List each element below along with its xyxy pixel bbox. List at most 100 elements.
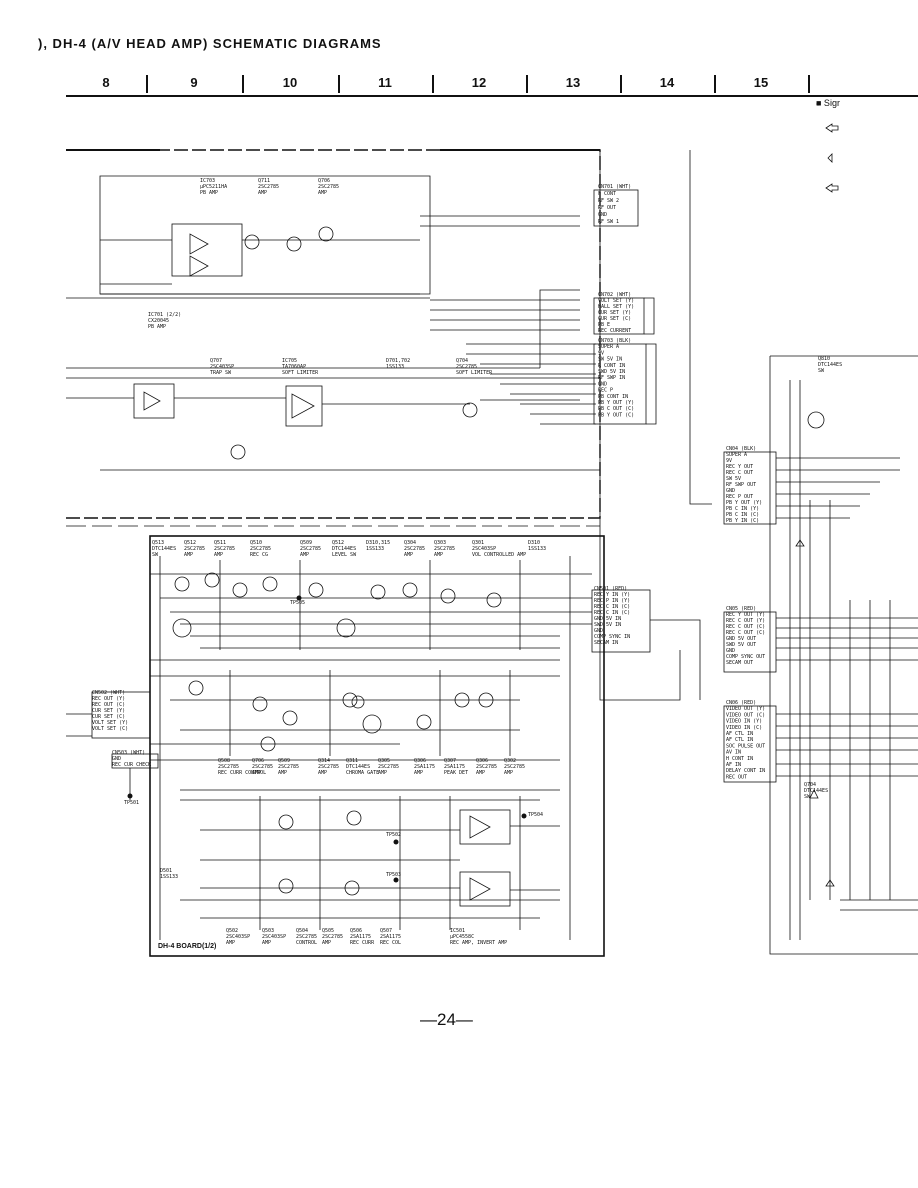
test-point-marker: [393, 877, 399, 883]
lower-top-transistor-label: 1SS133: [366, 546, 384, 552]
lower-top-transistor-label: 2SC2785: [404, 546, 425, 552]
cn501-label: GND 5V IN: [594, 616, 621, 622]
cn05-label: GND: [726, 648, 735, 654]
cn501-label: CN501 (RED): [594, 586, 627, 592]
lower-mid-transistor-label: 2SA1175: [414, 764, 435, 770]
lower-top-transistor-label: D310: [528, 540, 540, 546]
lower-mid-transistor-label: Q508: [218, 758, 230, 764]
cn05-label: SECAM OUT: [726, 660, 753, 666]
ic705-label: SOFT LIMITER: [282, 370, 319, 376]
cn702-label: REC CURRENT: [598, 328, 631, 334]
cn04-label: RF SWP OUT: [726, 482, 756, 488]
ic705-label: IC705: [282, 358, 297, 364]
lower-bottom-transistor-label: Q507: [380, 928, 392, 934]
lower-bottom-transistor-label: μPC4558C: [450, 934, 474, 940]
ic701-label: PB AMP: [148, 324, 166, 330]
lower-mid-transistor-label: AMP: [252, 770, 261, 776]
cn701-label: CN701 (WHT): [598, 184, 631, 190]
q711-label: 2SC2785: [258, 184, 279, 190]
lower-bottom-transistor-label: REC CURR: [350, 940, 375, 946]
lower-bottom-transistor-label: 2SC2785: [322, 934, 343, 940]
lower-mid-transistor-label: Q305: [378, 758, 390, 764]
cn703-label: CN703 (BLK): [598, 338, 631, 344]
cn06-label: SOC PULSE OUT: [726, 743, 765, 749]
lower-mid-transistor-label: Q706: [252, 758, 264, 764]
lower-top-transistor-label: AMP: [214, 552, 223, 558]
board-label: DH-4 BOARD(1/2): [158, 943, 216, 950]
signal-arrow-icon: [827, 153, 833, 163]
cn502-label: VOLT SET (Y): [92, 720, 128, 726]
lower-bottom-transistor-label: 2SC2785: [296, 934, 317, 940]
cn702-label: CN702 (WHT): [598, 292, 631, 298]
cn06-label: DELAY CONT IN: [726, 768, 765, 774]
cn702-label: PB E: [598, 322, 610, 328]
lower-top-transistor-label: Q509: [300, 540, 312, 546]
lower-mid-transistor-label: Q306: [414, 758, 426, 764]
cn501-label: REC C IN (C): [594, 610, 630, 616]
ic705-label: TA7060AP: [282, 364, 306, 370]
lower-mid-transistor-label: Q302: [504, 758, 516, 764]
lower-mid-transistor-label: AMP: [278, 770, 287, 776]
lower-bottom-transistor-label: Q503: [262, 928, 274, 934]
q810-label: SW: [818, 368, 825, 374]
lower-top-transistor-label: DTC144ES: [332, 546, 356, 552]
cn502-label: CUR SET (C): [92, 714, 125, 720]
column-14: 14: [620, 75, 716, 93]
cn501-label: COMP SYNC IN: [594, 634, 630, 640]
lower-bottom-transistor-label: REC AMP, INVERT AMP: [450, 940, 507, 946]
q706-label: 2SC2785: [318, 184, 339, 190]
cn06-label: VIDEO OUT (C): [726, 712, 765, 718]
cn703-label: REC P: [598, 388, 613, 394]
lower-bottom-transistor-label: AMP: [322, 940, 331, 946]
lower-mid-transistor-label: Q311: [346, 758, 358, 764]
lower-mid-transistor-label: AMP: [476, 770, 485, 776]
lower-top-transistor-label: Q512: [184, 540, 196, 546]
test-point-marker: [127, 793, 133, 799]
cn703-label: R CONT IN: [598, 363, 625, 369]
cn05-label: GND 5V OUT: [726, 636, 756, 642]
cn05-label: REC C OUT (C): [726, 630, 765, 636]
lower-top-transistor-label: AMP: [184, 552, 193, 558]
cn701-label: RF SW 2: [598, 198, 619, 204]
lower-top-transistor-label: Q512: [332, 540, 344, 546]
cn703-label: GND: [598, 381, 607, 387]
lower-mid-transistor-label: 2SC2785: [378, 764, 399, 770]
test-point-marker: [521, 813, 527, 819]
q704-label: 2SC2785: [456, 364, 477, 370]
lower-bottom-transistor-label: IC501: [450, 928, 465, 934]
cn04-label: REC C OUT: [726, 470, 753, 476]
cn502-label: CUR SET (Y): [92, 708, 125, 714]
signal-arrow-icon: [825, 183, 839, 193]
lower-top-transistor-label: Q301: [472, 540, 484, 546]
column-8: 8: [66, 75, 148, 93]
lower-top-transistor-label: Q304: [404, 540, 416, 546]
d701-label: D701,702: [386, 358, 410, 364]
q711-label: AMP: [258, 190, 267, 196]
lower-top-transistor-label: Q513: [152, 540, 164, 546]
cn501-label: REC C IN (C): [594, 604, 630, 610]
cn06-label: H CONT IN: [726, 756, 753, 762]
cn702-label: HALL SET (Y): [598, 304, 634, 310]
cn04-label: REC Y OUT: [726, 464, 753, 470]
cn06-label: AF CTL IN: [726, 737, 753, 743]
lower-mid-transistor-label: 2SC2785: [252, 764, 273, 770]
cn05-label: SWD 5V OUT: [726, 642, 756, 648]
lower-mid-transistor-label: PEAK DET: [444, 770, 468, 776]
test-point-marker: [393, 839, 399, 845]
ic701-label: CX20045: [148, 318, 169, 324]
q707-label: 2SC403SP: [210, 364, 234, 370]
ic703-label: IC703: [200, 178, 215, 184]
cn05-label: REC C OUT (C): [726, 624, 765, 630]
lower-mid-transistor-label: 2SC2785: [504, 764, 525, 770]
cn703-label: SW 5V IN: [598, 357, 622, 363]
column-9: 9: [146, 75, 244, 93]
q711-label: Q711: [258, 178, 270, 184]
test-point-label: TP505: [290, 600, 305, 606]
lower-top-transistor-label: VOL CONTROLLED AMP: [472, 552, 526, 558]
lower-bottom-transistor-label: Q506: [350, 928, 362, 934]
cn502-label: REC OUT (Y): [92, 696, 125, 702]
cn04-label: PB C IN (C): [726, 512, 759, 518]
cn06-label: VIDEO IN (Y): [726, 719, 762, 725]
column-11: 11: [338, 75, 434, 93]
